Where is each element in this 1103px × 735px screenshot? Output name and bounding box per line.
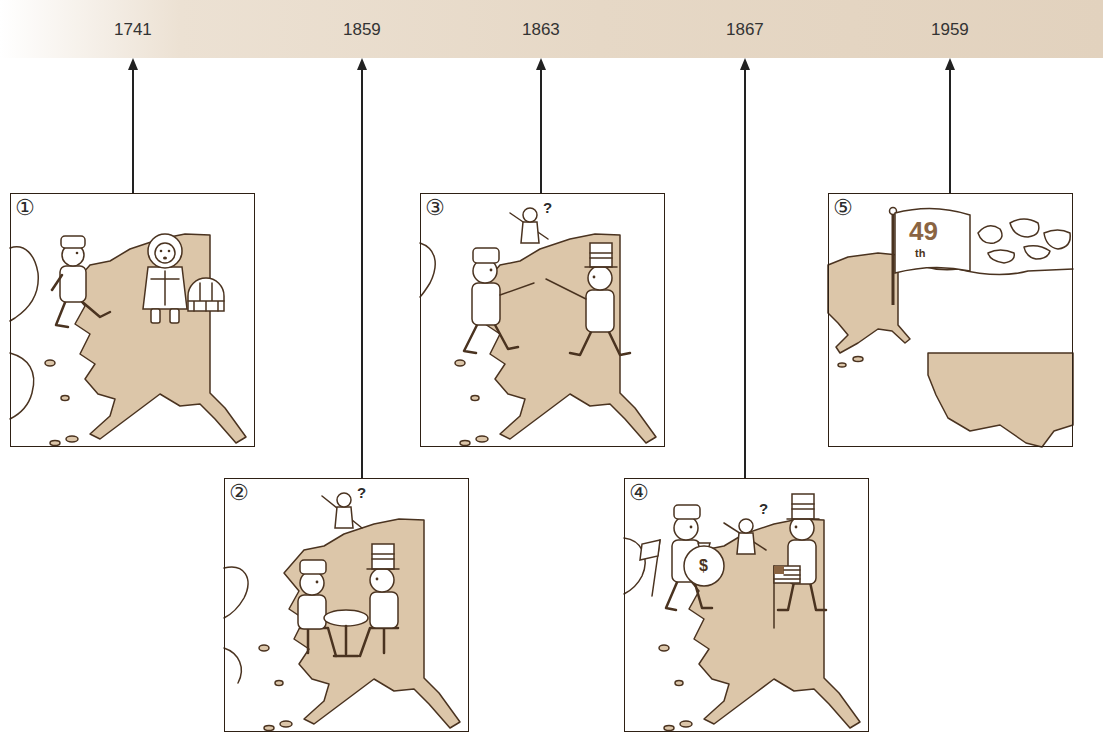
timeline-band: 1741 1859 1863 1867 1959 xyxy=(0,0,1103,58)
panel-3-art xyxy=(420,193,665,447)
year-label: 1867 xyxy=(726,21,764,38)
cartoon-panel: ④? $ xyxy=(624,478,869,732)
panel-number: ④ xyxy=(629,482,649,504)
year-label: 1863 xyxy=(522,21,560,38)
arrow-head xyxy=(945,58,955,70)
cartoon-panel: ⑤ 49 th xyxy=(828,193,1073,447)
panel-number: ③ xyxy=(425,197,445,219)
arrow-shaft xyxy=(949,68,951,193)
arrow-shaft xyxy=(744,68,746,478)
year-label: 1741 xyxy=(114,21,152,38)
panel-4-art xyxy=(624,478,869,732)
cartoon-panel: ②? xyxy=(224,478,469,732)
panel-2-art xyxy=(224,478,469,732)
timeline-arrow xyxy=(536,58,546,193)
flag-number: 49 xyxy=(909,218,938,244)
timeline-arrow xyxy=(357,58,367,478)
question-mark: ? xyxy=(357,485,366,500)
arrow-shaft xyxy=(132,68,134,193)
dollar-sign: $ xyxy=(699,558,708,574)
panel-5-art xyxy=(828,193,1073,447)
flag-suffix: th xyxy=(915,248,925,259)
panel-1-art xyxy=(10,193,255,447)
question-mark: ? xyxy=(759,501,768,516)
year-label: 1959 xyxy=(931,21,969,38)
panel-number: ① xyxy=(15,197,35,219)
panel-number: ② xyxy=(229,482,249,504)
arrow-head xyxy=(740,58,750,70)
panel-number: ⑤ xyxy=(833,197,853,219)
arrow-head xyxy=(536,58,546,70)
arrow-shaft xyxy=(540,68,542,193)
year-label: 1859 xyxy=(343,21,381,38)
timeline-arrow xyxy=(740,58,750,478)
arrow-head xyxy=(357,58,367,70)
timeline-arrow xyxy=(128,58,138,193)
cartoon-panel: ③? xyxy=(420,193,665,447)
cartoon-panel: ① xyxy=(10,193,255,447)
timeline-arrow xyxy=(945,58,955,193)
arrow-head xyxy=(128,58,138,70)
question-mark: ? xyxy=(543,200,552,215)
arrow-shaft xyxy=(361,68,363,478)
